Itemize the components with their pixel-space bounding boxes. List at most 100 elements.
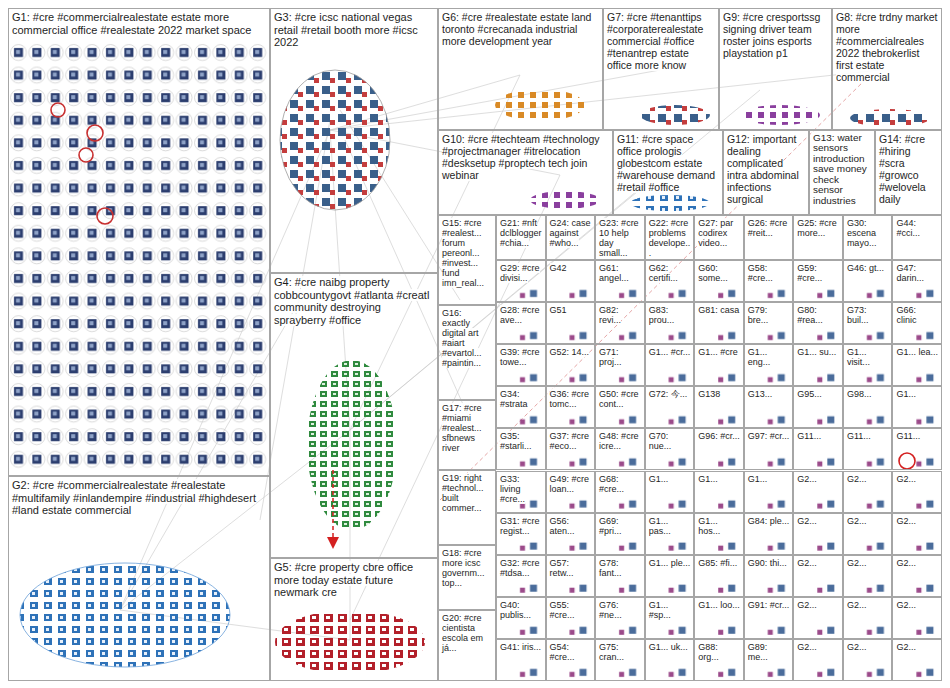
group-heading: G49: #cre loan... <box>550 474 592 494</box>
group-box: G31: #cre regist... <box>496 513 546 555</box>
group-heading: G6: #cre #realestate estate land toronto… <box>442 11 599 47</box>
group-heading: G8: #cre trdny market more #commercialre… <box>836 11 938 83</box>
group-box: G32: #cre #tdsa... <box>496 555 546 597</box>
group-heading: G50: #cre cont... <box>599 389 641 409</box>
group-heading: G2... <box>797 600 839 610</box>
group-heading: G47: darin... <box>896 263 938 283</box>
group-box: G71: proj... <box>595 344 645 386</box>
group-heading: G80: #rea... <box>797 305 839 325</box>
group-box: G2... <box>892 639 942 681</box>
group-heading: G1... hos... <box>698 516 740 536</box>
group-box: G85: #fi... <box>694 555 744 597</box>
group-box: G1... uk... <box>645 639 695 681</box>
group-box: G46: gt... <box>843 260 893 302</box>
group-box: G1: #cre #commercialrealestate estate mo… <box>8 8 270 476</box>
group-heading: G66: clinic <box>896 305 938 325</box>
group-heading: G35: #starli... <box>500 431 542 451</box>
group-box: G83: prou... <box>645 302 695 344</box>
group-box: G70: nue... <box>645 428 695 470</box>
group-box: G51 <box>546 302 596 344</box>
group-box: G79: bre... <box>744 302 794 344</box>
group-heading: G1... #cr... <box>649 347 691 357</box>
group-box: G60: some... <box>694 260 744 302</box>
group-box: G40: publis... <box>496 597 546 639</box>
group-box: G17: #cre #miami #realest... sfbnews riv… <box>438 400 496 470</box>
group-heading: G2... <box>847 600 889 610</box>
group-box: G2... <box>793 639 843 681</box>
group-box: G1... #cre <box>694 344 744 386</box>
group-heading: G1... uk... <box>649 642 691 652</box>
group-heading: G13: water sensors introduction save mon… <box>813 133 871 206</box>
group-box: G41: iris... <box>496 639 546 681</box>
group-box: G97: #cr... <box>744 428 794 470</box>
group-heading: G2... <box>847 516 889 526</box>
group-box: G69: #pri... <box>595 513 645 555</box>
group-box: G2... <box>793 555 843 597</box>
group-box: G30: escena mayo... <box>843 215 893 260</box>
group-heading: G76: #ne... <box>599 600 641 620</box>
group-heading: G33: living #cre... <box>500 474 542 504</box>
group-heading: G1: #cre #commercialrealestate estate mo… <box>12 11 266 36</box>
group-heading: G2... <box>847 558 889 568</box>
group-heading: G31: #cre regist... <box>500 516 542 536</box>
group-heading: G56: aten... <box>550 516 592 536</box>
group-heading: G11... <box>896 431 938 441</box>
group-heading: G1... pas... <box>649 516 691 536</box>
group-box: G22: #cre problems develope... <box>645 215 695 260</box>
group-box: G1... #cr... <box>645 344 695 386</box>
group-heading: G57: retw... <box>550 558 592 578</box>
group-box: G59: #cre... <box>793 260 843 302</box>
group-heading: G11... <box>847 431 889 441</box>
group-box: G75: cran... <box>595 639 645 681</box>
group-heading: G83: prou... <box>649 305 691 325</box>
group-heading: G71: proj... <box>599 347 641 367</box>
group-heading: G98... <box>847 389 889 399</box>
group-box: G57: retw... <box>546 555 596 597</box>
group-box: G2... <box>892 597 942 639</box>
group-heading: G60: some... <box>698 263 740 283</box>
group-box: G1... <box>694 471 744 513</box>
group-heading: G69: #pri... <box>599 516 641 536</box>
group-heading: G1... <box>698 474 740 484</box>
group-heading: G9: #cre cresportssg signing driver team… <box>723 11 828 59</box>
group-heading: G88: org... <box>698 642 740 662</box>
group-heading: G82: revi... <box>599 305 641 325</box>
group-box: G11: #cre space office prologis globestc… <box>613 130 723 215</box>
group-heading: G95... <box>797 389 839 399</box>
group-box: G78: fant... <box>595 555 645 597</box>
group-heading: G13... <box>748 389 790 399</box>
group-box: G33: living #cre... <box>496 471 546 513</box>
group-heading: G1... ple... <box>649 558 691 568</box>
group-heading: G54: #cre... <box>550 642 592 662</box>
group-box: G37: #cre #eco... <box>546 428 596 470</box>
group-heading: G89: me... <box>748 642 790 662</box>
group-heading: G46: gt... <box>847 263 889 273</box>
group-box: G56: aten... <box>546 513 596 555</box>
group-heading: G1... <box>748 474 790 484</box>
group-heading: G26: #cre #reit... <box>748 218 790 238</box>
group-box: G90: thi... <box>744 555 794 597</box>
group-box: G2... <box>793 597 843 639</box>
group-box: G24: case against #who... <box>546 215 596 260</box>
group-box: G2... <box>843 639 893 681</box>
group-box: G14: #cre #hiring #scra #growco #welovel… <box>875 130 942 215</box>
group-heading: G36: #cre tomc... <box>550 389 592 409</box>
group-box: G42 <box>546 260 596 302</box>
group-box: G80: #rea... <box>793 302 843 344</box>
group-box: G8: #cre trdny market more #commercialre… <box>832 8 942 130</box>
group-heading: G11... <box>797 431 839 441</box>
group-box: G2... <box>843 597 893 639</box>
group-box: G44: #cci... <box>892 215 942 260</box>
group-box: G25: #cre more... <box>793 215 843 260</box>
group-heading: G1... visit... <box>847 347 889 367</box>
group-heading: G11: #cre space office prologis globestc… <box>617 133 719 193</box>
group-heading: G2... <box>847 642 889 652</box>
group-heading: G96: #cr... <box>698 431 740 441</box>
group-heading: G20: #cre cientista escola em já... <box>442 613 492 653</box>
group-heading: G1... loo... <box>698 600 740 610</box>
group-heading: G2... <box>896 516 938 526</box>
group-box: G2... <box>892 555 942 597</box>
group-heading: G1... eng... <box>748 347 790 367</box>
group-heading: G23: #cre 10 help day small... <box>599 218 641 258</box>
